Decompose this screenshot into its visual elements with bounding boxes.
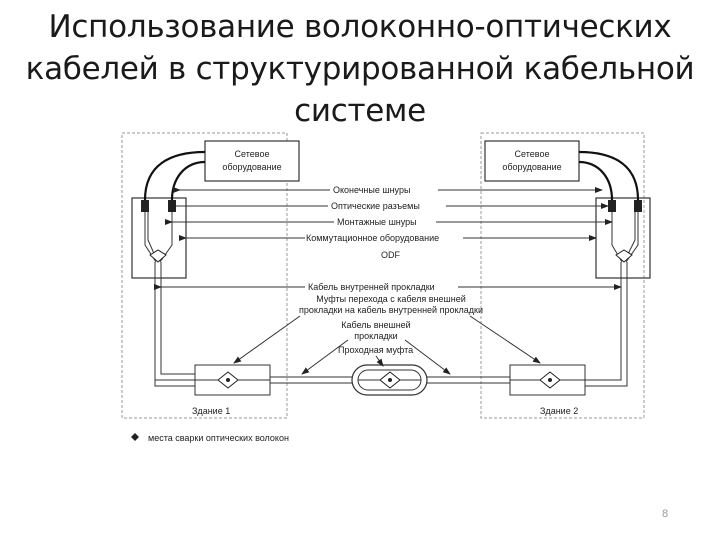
callout-end-cords: Оконечные шнуры <box>173 185 603 195</box>
odf-box-left <box>131 197 187 279</box>
transition-sleeve-left <box>194 364 271 396</box>
building-2-label: Здание 2 <box>540 406 578 416</box>
splice-odf-right <box>615 249 633 263</box>
svg-text:Проходная муфта: Проходная муфта <box>338 345 413 355</box>
page-number: 8 <box>662 508 669 520</box>
end-cords-left <box>143 150 206 201</box>
title-line-1: Использование волоконно-оптических <box>48 9 672 45</box>
label-transition-sleeves: Муфты перехода с кабеля внешней прокладк… <box>233 294 541 364</box>
svg-text:Муфты перехода с кабеля внешне: Муфты перехода с кабеля внешней <box>316 294 465 304</box>
building-2-boundary <box>480 132 645 419</box>
splice-point-icon <box>131 433 139 441</box>
network-equipment-right: Сетевое оборудование <box>484 140 580 182</box>
svg-text:прокладки: прокладки <box>354 331 397 341</box>
end-cords-right <box>578 150 640 201</box>
building-1-label: Здание 1 <box>192 406 230 416</box>
svg-text:оборудование: оборудование <box>502 162 561 172</box>
slide-title: Использование волоконно-оптических кабел… <box>20 6 700 132</box>
svg-text:Сетевое: Сетевое <box>235 149 270 159</box>
svg-text:Кабель внешней: Кабель внешней <box>341 320 410 330</box>
title-line-2: кабелей в структурированной кабельной <box>25 51 695 87</box>
svg-text:Оконечные шнуры: Оконечные шнуры <box>333 185 410 195</box>
odf-label: ODF <box>381 250 401 260</box>
building-1-boundary <box>121 132 288 419</box>
svg-text:места сварки оптических волоко: места сварки оптических волокон <box>148 433 289 443</box>
svg-text:Монтажные шнуры: Монтажные шнуры <box>337 217 417 227</box>
transition-sleeve-right <box>509 364 586 396</box>
callout-mounting-cords: Монтажные шнуры <box>165 217 613 227</box>
title-line-3: системе <box>294 93 426 129</box>
svg-text:оборудование: оборудование <box>222 162 281 172</box>
splice-odf-left <box>149 249 167 263</box>
through-sleeve <box>351 364 428 396</box>
cable-route <box>154 262 628 387</box>
label-through-sleeve: Проходная муфта <box>338 345 413 367</box>
callout-switching-equipment: Коммутационное оборудование <box>179 233 597 243</box>
svg-text:Кабель внутренней прокладки: Кабель внутренней прокладки <box>308 282 435 292</box>
callout-optical-connectors: Оптические разъемы <box>169 201 609 211</box>
connectors-right <box>608 200 642 212</box>
network-equipment-left: Сетевое оборудование <box>204 140 300 182</box>
label-outdoor-cable: Кабель внешней прокладки <box>301 320 451 375</box>
svg-text:прокладки на кабель внутренней: прокладки на кабель внутренней прокладки <box>299 305 483 315</box>
svg-text:Коммутационное оборудование: Коммутационное оборудование <box>306 233 439 243</box>
callout-indoor-cable: Кабель внутренней прокладки <box>154 282 622 292</box>
legend: места сварки оптических волокон <box>131 433 289 443</box>
svg-text:Оптические разъемы: Оптические разъемы <box>331 201 420 211</box>
connectors-left <box>141 200 176 212</box>
svg-text:Сетевое: Сетевое <box>515 149 550 159</box>
